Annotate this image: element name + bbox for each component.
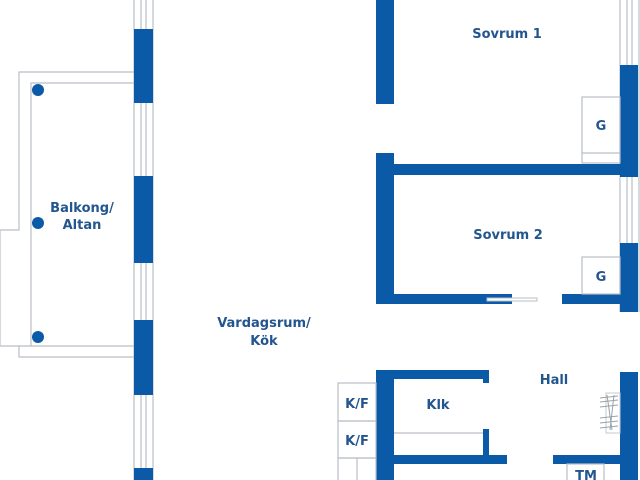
fridge-freezer-label: K/F <box>345 397 369 412</box>
wall <box>394 164 620 175</box>
living-room-label: Vardagsrum/ <box>217 316 311 331</box>
washer: TM <box>566 463 605 480</box>
fridge-freezer-label: K/F <box>345 434 369 449</box>
wall <box>562 294 620 304</box>
sliding-door <box>486 297 538 302</box>
facade-wall <box>134 468 153 480</box>
bedroom-2-label: Sovrum 2 <box>473 228 543 243</box>
bedroom-1-label: Sovrum 1 <box>472 27 542 42</box>
wall <box>376 0 394 104</box>
balcony-outline <box>0 71 134 358</box>
facade-wall <box>134 176 153 263</box>
wall <box>620 65 638 177</box>
wardrobe-label: G <box>596 119 607 134</box>
wardrobe-2: G <box>581 256 621 295</box>
wall <box>394 370 489 379</box>
washer-label: TM <box>575 469 597 480</box>
wall <box>483 429 489 456</box>
balcony-post <box>32 217 44 229</box>
balcony-label: Balkong/ <box>50 201 114 216</box>
coat-rack <box>599 392 621 434</box>
wall <box>376 370 394 480</box>
balcony-post <box>32 331 44 343</box>
closet-label: Klk <box>426 398 450 413</box>
wall <box>553 455 620 464</box>
wall <box>620 243 638 312</box>
facade-wall <box>134 320 153 395</box>
hall-label: Hall <box>540 373 569 388</box>
wall <box>376 294 512 304</box>
facade-wall <box>134 29 153 103</box>
wall <box>483 370 489 383</box>
balcony-post <box>32 84 44 96</box>
wall <box>376 153 394 304</box>
wardrobe-1: G <box>581 96 621 164</box>
wall <box>394 455 507 464</box>
balcony-label: Altan <box>63 218 102 233</box>
fridge-freezer-units: K/F K/F <box>337 382 377 480</box>
wardrobe-label: G <box>596 270 607 285</box>
wall <box>620 372 638 480</box>
living-room-label: Kök <box>250 334 278 349</box>
